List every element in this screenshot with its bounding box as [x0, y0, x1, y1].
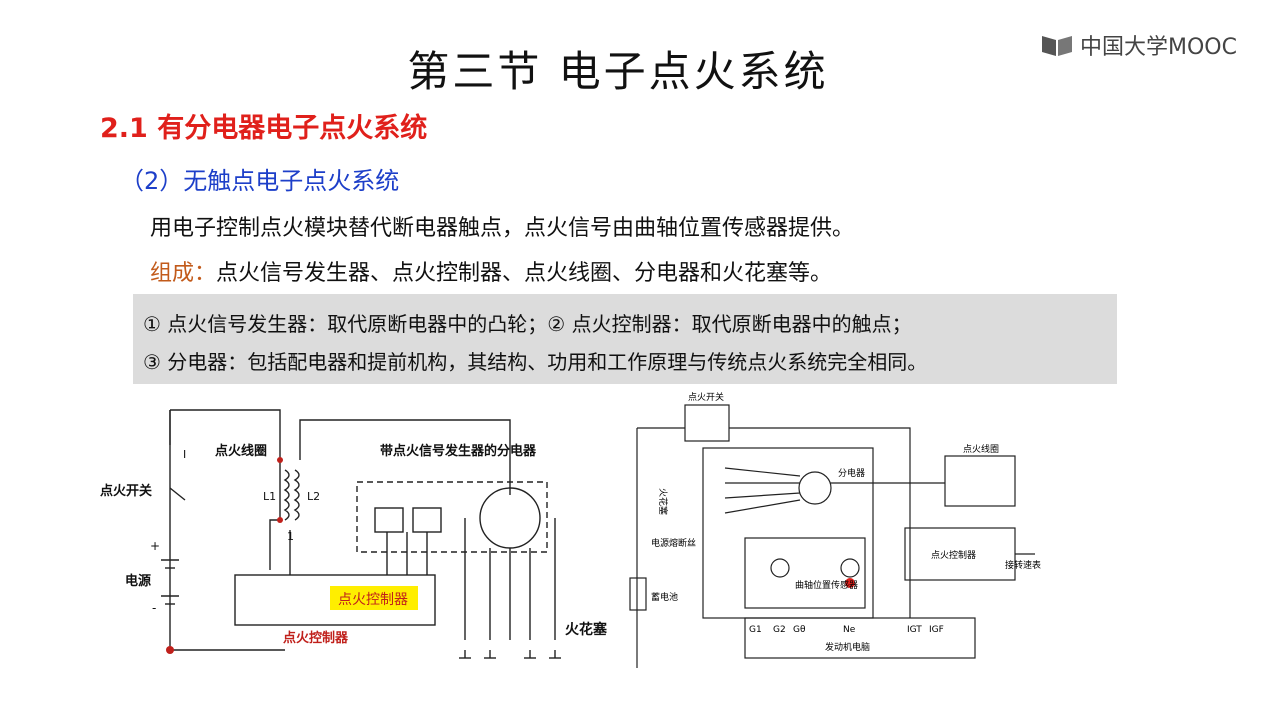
- distributor-label-line: 带点火信号发生器的分电器: [380, 443, 537, 459]
- controller-highlight-label: 点火控制器: [338, 592, 408, 608]
- composition-body: 点火信号发生器、点火控制器、点火线圈、分电器和火花塞等。: [216, 261, 833, 286]
- r-crank-sensor-label: 曲轴位置传感器: [795, 579, 858, 591]
- r-coil-label: 点火线圈: [963, 443, 999, 455]
- r-pin-igt: IGT: [907, 625, 922, 635]
- r-spark-plugs-label: 火花塞: [657, 488, 669, 515]
- r-pin-g2: G2: [773, 625, 786, 635]
- current-label: I: [183, 448, 186, 461]
- r-pin-g1: G1: [749, 625, 762, 635]
- terminal-1-label: 1: [287, 530, 294, 543]
- mooc-book-icon: [1042, 36, 1072, 56]
- r-pin-ne: Ne: [843, 625, 856, 635]
- description-text: 用电子控制点火模块替代断电器触点，点火信号由曲轴位置传感器提供。: [150, 216, 855, 241]
- right-circuit-diagram: 点火开关 点火线圈 分电器 火花塞 电源熔断丝 蓄电池 曲轴位置传感器 点火控制…: [629, 391, 1041, 668]
- distributor-label: 带点火信号发生器的分电器: [380, 443, 537, 459]
- r-fuse-label: 电源熔断丝: [651, 537, 696, 549]
- page-title: 第三节 电子点火系统: [407, 47, 829, 96]
- composition-label: 组成：: [150, 261, 217, 286]
- notes-box: ① 点火信号发生器：取代原断电器中的凸轮；② 点火控制器：取代原断电器中的触点；…: [133, 294, 1117, 384]
- power-label: 电源: [125, 573, 151, 589]
- minus-label: -: [152, 601, 156, 615]
- r-pin-igf: IGF: [929, 625, 944, 635]
- mooc-logo: 中国大学MOOC: [1040, 30, 1237, 60]
- r-pin-gtheta: Gθ: [793, 625, 806, 635]
- logo-text: 中国大学MOOC: [1080, 35, 1237, 60]
- l2-label: L2: [307, 490, 320, 503]
- composition-text: 组成：点火信号发生器、点火控制器、点火线圈、分电器和火花塞等。: [150, 255, 832, 287]
- controller-highlight-bg: [330, 586, 418, 610]
- r-ecu-label: 发动机电脑: [825, 641, 870, 653]
- r-battery-label: 蓄电池: [651, 591, 678, 603]
- plus-label: +: [150, 539, 160, 553]
- l1-label: L1: [263, 490, 276, 503]
- section-heading: 2.1 有分电器电子点火系统: [100, 113, 428, 144]
- note-line-1: ① 点火信号发生器：取代原断电器中的凸轮；② 点火控制器：取代原断电器中的触点；: [143, 312, 912, 336]
- r-distributor-label: 分电器: [838, 467, 865, 479]
- note-line-2: ③ 分电器：包括配电器和提前机构，其结构、功用和工作原理与传统点火系统完全相同。: [143, 350, 928, 374]
- ignition-switch-label: 点火开关: [100, 483, 152, 499]
- r-igniter-label: 点火控制器: [931, 549, 976, 561]
- left-circuit-diagram: 点火控制器 点火开关 点火线圈 带点火信号发生器的分电器 电源 + - I L1…: [100, 409, 608, 659]
- ground-node: [166, 646, 174, 654]
- spark-plug-label: 火花塞: [565, 621, 608, 638]
- r-tach-label: 接转速表: [1005, 559, 1041, 571]
- controller-caption: 点火控制器: [283, 630, 349, 646]
- coil-label: 点火线圈: [215, 443, 267, 459]
- r-ignition-switch-label: 点火开关: [688, 391, 724, 403]
- subsection-heading: （2）无触点电子点火系统: [120, 167, 400, 195]
